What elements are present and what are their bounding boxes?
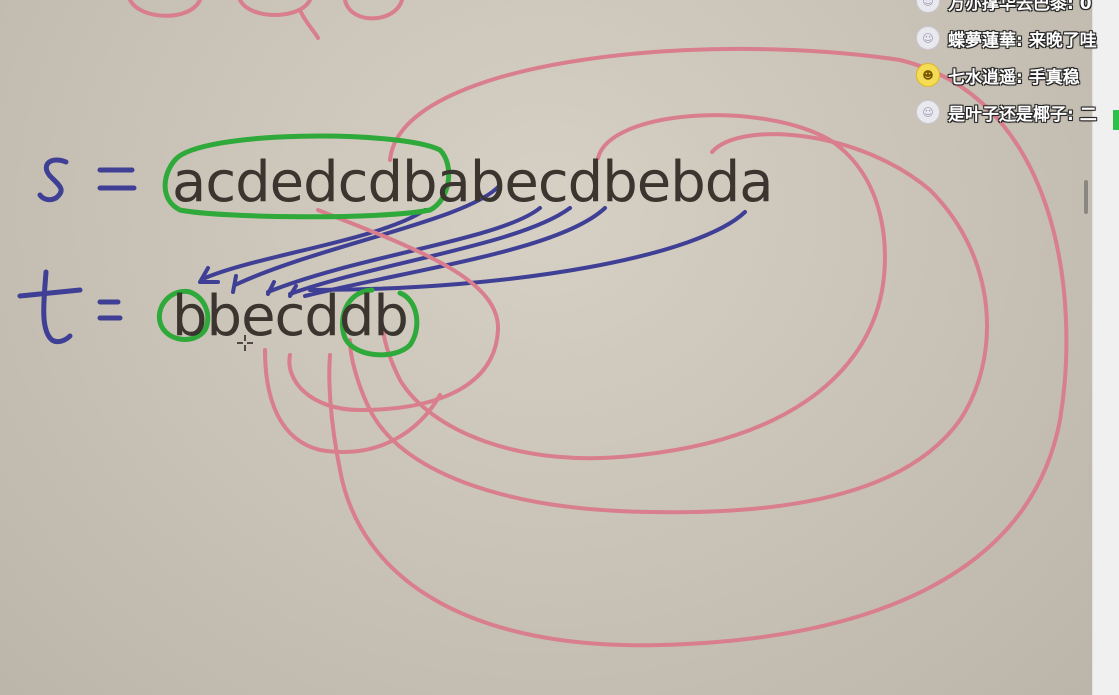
blue-arrows — [198, 183, 747, 298]
t-first-char-circle — [156, 288, 211, 342]
pink-loops — [263, 46, 1069, 648]
robot-avatar-icon: ☺ — [916, 100, 940, 124]
status-marker — [1113, 110, 1119, 130]
gold-avatar-icon: ☻ — [916, 63, 940, 87]
scrollbar-thumb[interactable] — [1084, 180, 1088, 214]
chat-message-text: 是叶子还是椰子: 二 — [948, 104, 1097, 125]
green-circles — [156, 133, 452, 358]
danmaku-chat-overlay: ☺ 万亦撑华去巴黍: 0 ☺ 蝶夢蓮華: 来晚了哇 ☻ 七水逍遥: 手真稳 ☺ … — [916, 0, 1119, 136]
chat-message-text: 七水逍遥: 手真稳 — [948, 67, 1080, 88]
ink-layer — [17, 0, 1069, 648]
chat-message: ☺ 是叶子还是椰子: 二 — [916, 99, 1119, 125]
chat-message-text: 万亦撑华去巴黍: 0 — [948, 0, 1092, 14]
s-substring-circle — [162, 133, 452, 220]
t-string-text: bbecddb — [172, 284, 409, 349]
chat-message: ☺ 蝶夢蓮華: 来晚了哇 — [916, 25, 1119, 51]
t-last-chars-circle — [339, 287, 420, 358]
chat-message: ☺ 万亦撑华去巴黍: 0 — [916, 0, 1119, 14]
t-label-ink — [17, 269, 123, 345]
drawing-board[interactable]: acdedcdbabecdbebda bbecddb — [0, 0, 1092, 695]
crosshair-cursor-icon — [237, 335, 253, 351]
chat-message-text: 蝶夢蓮華: 来晚了哇 — [948, 30, 1097, 51]
s-string-text: acdedcdbabecdbebda — [172, 150, 774, 215]
s-label-ink — [37, 157, 137, 203]
robot-avatar-icon: ☺ — [916, 0, 940, 13]
chat-message: ☻ 七水逍遥: 手真稳 — [916, 62, 1119, 88]
robot-avatar-icon: ☺ — [916, 26, 940, 50]
pink-partial-letters — [128, 0, 404, 40]
